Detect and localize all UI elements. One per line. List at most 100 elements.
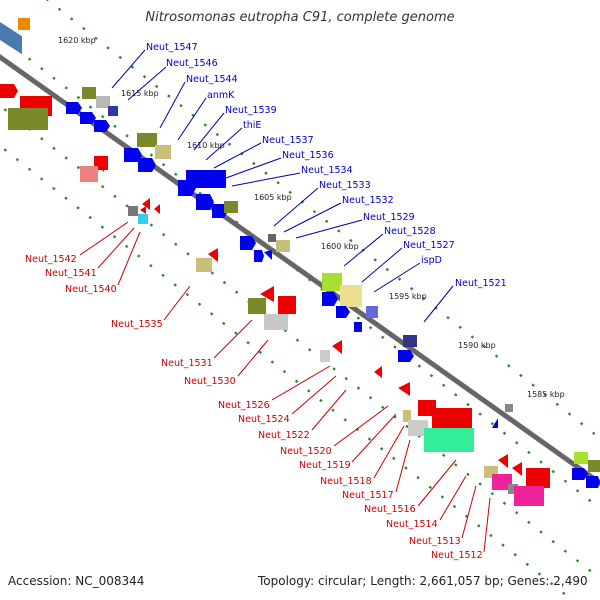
kbp-label: 1600 kbp [321, 242, 359, 251]
gene-label: Neut_1513 [409, 536, 461, 547]
reverse-gene-labels: Neut_1542 Neut_1541 Neut_1540 Neut_1535 … [25, 254, 483, 561]
gene-block [186, 170, 226, 188]
gene-label: ispD [421, 255, 442, 266]
gene-block [268, 234, 276, 242]
gene-block [588, 460, 600, 472]
gene-label: Neut_1537 [262, 135, 314, 146]
gene-arrow [572, 468, 588, 480]
gene-arrow [124, 148, 142, 162]
gene-arrow [254, 250, 264, 262]
gene-label: Neut_1526 [218, 400, 270, 411]
gene-arrow [322, 292, 338, 306]
gene-block [224, 201, 238, 213]
genome-backbone [0, 54, 600, 486]
gene-label: Neut_1524 [238, 414, 290, 425]
gene-label: Neut_1514 [386, 519, 438, 530]
gene-block [18, 18, 30, 30]
gene-arrow [332, 340, 342, 354]
forward-gene-labels: Neut_1547 Neut_1546 Neut_1544 anmK Neut_… [146, 42, 507, 289]
gene-arrow [498, 454, 508, 468]
accession-text: Accession: NC_008344 [8, 574, 145, 588]
gene-block [276, 240, 290, 252]
gene-block [128, 206, 138, 216]
gene-label: Neut_1534 [301, 165, 353, 176]
gene-block [366, 306, 378, 318]
gene-arrow [398, 382, 410, 396]
gene-label: Neut_1542 [25, 254, 77, 265]
map-title: Nitrosomonas eutropha C91, complete geno… [145, 10, 454, 25]
gene-block [96, 96, 110, 108]
gene-arrow [94, 120, 110, 132]
kbp-label: 1595 kbp [389, 292, 427, 301]
gene-arrow [240, 236, 256, 250]
gene-block [196, 258, 212, 272]
gene-arrow [492, 418, 498, 428]
gene-label: Neut_1535 [111, 319, 163, 330]
gene-block [340, 285, 362, 307]
gene-block [0, 22, 22, 55]
kbp-ticks: 1620 kbp 1615 kbp 1610 kbp 1605 kbp 1600… [58, 36, 565, 399]
gene-block [108, 106, 118, 116]
gene-label: Neut_1531 [161, 358, 213, 369]
gene-block [408, 420, 428, 436]
gene-block [82, 87, 96, 99]
gene-label: anmK [207, 90, 235, 101]
kbp-label: 1610 kbp [187, 141, 225, 150]
gene-label: Neut_1512 [431, 550, 483, 561]
gene-block [508, 484, 518, 494]
gene-label: Neut_1540 [65, 284, 117, 295]
gene-label: Neut_1522 [258, 430, 310, 441]
forward-leader-lines [111, 49, 454, 323]
gene-block [8, 108, 48, 130]
gene-block [138, 214, 148, 224]
gene-block [574, 452, 588, 464]
gene-block [492, 474, 512, 490]
gene-label: thiE [243, 120, 261, 131]
gene-block [137, 133, 157, 147]
gene-label: Neut_1536 [282, 150, 334, 161]
gene-label: Neut_1539 [225, 105, 277, 116]
gene-arrow [142, 198, 150, 210]
gene-label: Neut_1516 [364, 504, 416, 515]
gene-arrow [586, 476, 600, 488]
gene-block [418, 400, 436, 416]
reverse-leader-lines [79, 221, 491, 553]
gene-arrow [140, 206, 146, 214]
gene-label: Neut_1527 [403, 240, 455, 251]
gene-label: Neut_1532 [342, 195, 394, 206]
gene-block [424, 428, 474, 452]
reverse-strand-genes [0, 84, 550, 506]
gene-arrow [264, 250, 272, 260]
gene-block [526, 468, 550, 488]
gene-label: Neut_1544 [186, 74, 238, 85]
gene-label: Neut_1517 [342, 490, 394, 501]
gene-label: Neut_1529 [363, 212, 415, 223]
gene-label: Neut_1547 [146, 42, 198, 53]
kbp-label: 1605 kbp [254, 193, 292, 202]
gene-block [505, 404, 513, 412]
gene-block [278, 296, 296, 314]
gene-label: Neut_1546 [166, 58, 218, 69]
gene-block [514, 486, 544, 506]
gene-block [320, 350, 330, 362]
gene-arrow [138, 158, 156, 172]
gene-arrow [66, 102, 82, 114]
forward-strand-genes [0, 18, 600, 488]
gene-label: Neut_1519 [299, 460, 351, 471]
gene-arrow [354, 322, 362, 332]
gene-block [432, 408, 472, 430]
gene-arrow [374, 366, 382, 378]
gene-arrow [208, 248, 218, 262]
gene-arrow [398, 350, 414, 362]
gene-arrow [336, 306, 350, 318]
gene-arrow [154, 204, 160, 214]
gene-arrow [196, 194, 214, 210]
gene-block [403, 410, 411, 422]
gene-block [322, 273, 342, 291]
gene-label: Neut_1521 [455, 278, 507, 289]
gene-arrow [80, 112, 96, 124]
gene-label: Neut_1533 [319, 180, 371, 191]
gene-block [264, 314, 288, 330]
gene-label: Neut_1541 [45, 268, 97, 279]
